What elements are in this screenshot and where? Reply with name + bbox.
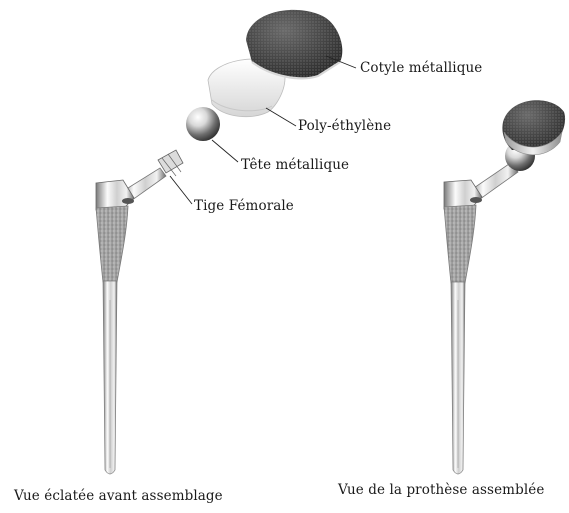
- label-tete-metallique: Tête métallique: [241, 157, 349, 173]
- femoral-stem-exploded: [96, 150, 183, 474]
- assembled-head-and-cup: [502, 100, 565, 171]
- caption-exploded-view: Vue éclatée avant assemblage: [14, 488, 223, 504]
- acetabular-cup-exploded: [246, 10, 342, 78]
- femoral-stem-assembled: [444, 162, 518, 474]
- label-cotyle-metallique: Cotyle métallique: [360, 60, 482, 76]
- label-poly-ethylene: Poly-éthylène: [298, 118, 391, 134]
- femoral-head-exploded: [186, 107, 220, 141]
- leader-polyethylene: [266, 108, 296, 126]
- label-tige-femorale: Tige Fémorale: [194, 198, 294, 214]
- leader-tige: [170, 176, 192, 204]
- leader-tete: [212, 140, 238, 162]
- caption-assembled-view: Vue de la prothèse assemblée: [338, 482, 544, 498]
